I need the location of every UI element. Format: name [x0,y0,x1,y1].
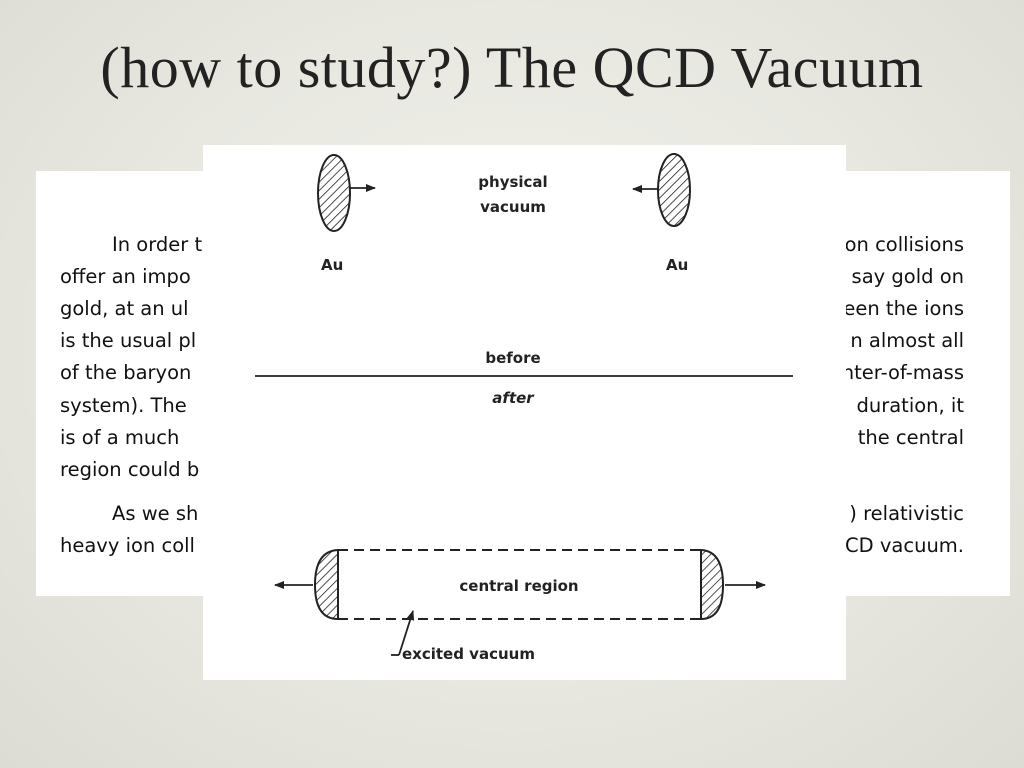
excited-vacuum-pointer [398,610,415,656]
text-line-right: say gold on [851,265,964,288]
text-line-left: is the usual pl [60,329,197,352]
text-line-left: offer an impo [60,265,191,288]
before-label: before [485,349,540,367]
central-region-label: central region [459,577,578,595]
text-line-left: region could b [60,458,200,481]
right-nucleus-label: Au [666,256,688,274]
left-gold-nucleus [317,154,376,232]
text-line-left: system). The [60,394,187,417]
collision-diagram: Au Au physical vacuum before after c [203,145,846,680]
after-label: after [492,389,535,407]
text-line-left: gold, at an ul [60,297,189,320]
central-region-tube [274,548,766,621]
slide-title: (how to study?) The QCD Vacuum [100,35,924,100]
text-line-right: the central [857,426,964,449]
text-line-left: of the baryon [60,361,192,384]
left-nucleus-label: Au [321,256,343,274]
text-line-right: duration, it [856,394,964,417]
text-line-right: n almost all [850,329,964,352]
text-line-left: is of a much [60,426,180,449]
text-line-left: In order t [112,233,203,256]
text-line-right: CD vacuum. [845,534,964,557]
text-line-right: nter-of-mass [841,361,964,384]
text-line-right: on collisions [844,233,964,256]
excited-vacuum-label: excited vacuum [402,645,535,663]
text-line-left: heavy ion coll [60,534,195,557]
physical-vacuum-label-line1: physical [478,173,547,191]
physical-vacuum-label-line2: vacuum [480,198,546,216]
text-line-left: As we sh [112,502,199,525]
right-gold-nucleus [632,153,691,227]
text-line-right: ) relativistic [849,502,964,525]
text-line-right: een the ions [843,297,964,320]
